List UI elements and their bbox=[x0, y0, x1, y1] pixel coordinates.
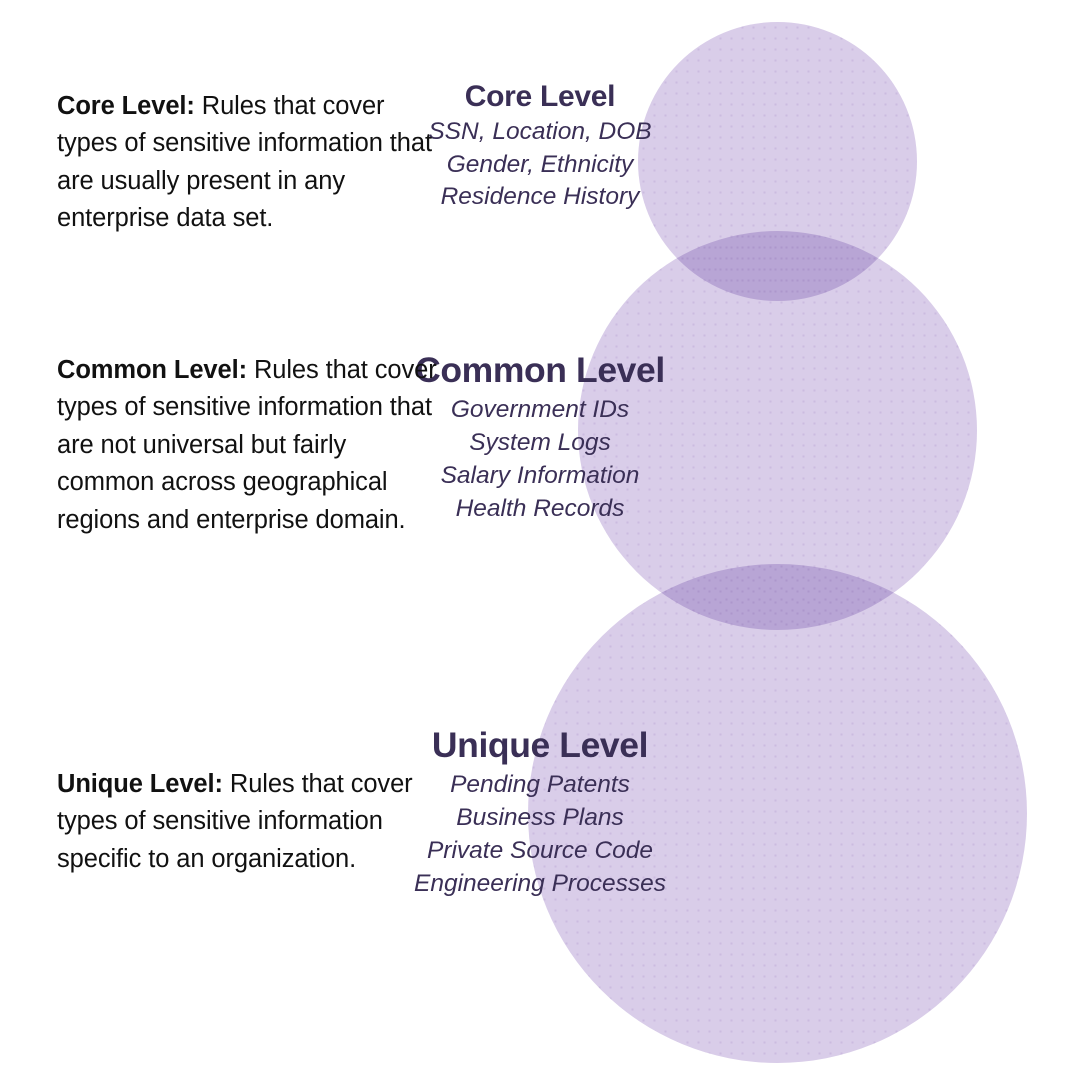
venn-circle-unique bbox=[528, 564, 1027, 1063]
description-core-lead: Core Level: bbox=[57, 91, 195, 120]
venn-item-common-2: Salary Information bbox=[440, 462, 640, 489]
description-unique-lead: Unique Level: bbox=[57, 769, 223, 798]
description-core: Core Level: Rules that cover types of se… bbox=[57, 88, 447, 238]
venn-item-core-2: Residence History bbox=[440, 183, 640, 211]
venn-item-common-3: Health Records bbox=[455, 495, 625, 522]
venn-circle-common bbox=[578, 231, 977, 630]
description-core-body: Rules that cover types of sensitive info… bbox=[57, 91, 432, 233]
description-common-lead: Common Level: bbox=[57, 355, 247, 384]
venn-item-core-1: Gender, Ethnicity bbox=[446, 150, 634, 178]
venn-label-common: Common Level Government IDs System Logs … bbox=[0, 348, 1080, 525]
venn-label-core: Core Level SSN, Location, DOB Gender, Et… bbox=[0, 78, 1080, 214]
venn-item-unique-1: Business Plans bbox=[456, 804, 624, 831]
venn-item-unique-0: Pending Patents bbox=[450, 771, 630, 798]
venn-title-unique: Unique Level bbox=[431, 725, 649, 765]
venn-item-core-0: SSN, Location, DOB bbox=[428, 118, 652, 145]
venn-item-common-1: System Logs bbox=[469, 429, 611, 456]
venn-title-core: Core Level bbox=[464, 80, 616, 113]
description-unique: Unique Level: Rules that cover types of … bbox=[57, 766, 447, 879]
venn-title-common: Common Level bbox=[415, 350, 665, 390]
venn-item-unique-3: Engineering Processes bbox=[414, 870, 666, 897]
venn-label-unique: Unique Level Pending Patents Business Pl… bbox=[0, 722, 1080, 900]
description-common-body: Rules that cover types of sensitive info… bbox=[57, 355, 437, 534]
venn-item-unique-2: Private Source Code bbox=[426, 837, 654, 864]
venn-item-common-0: Government IDs bbox=[450, 396, 630, 423]
description-common: Common Level: Rules that cover types of … bbox=[57, 352, 447, 540]
description-unique-body: Rules that cover types of sensitive info… bbox=[57, 769, 413, 873]
description-column: Core Level: Rules that cover types of se… bbox=[57, 0, 457, 1080]
